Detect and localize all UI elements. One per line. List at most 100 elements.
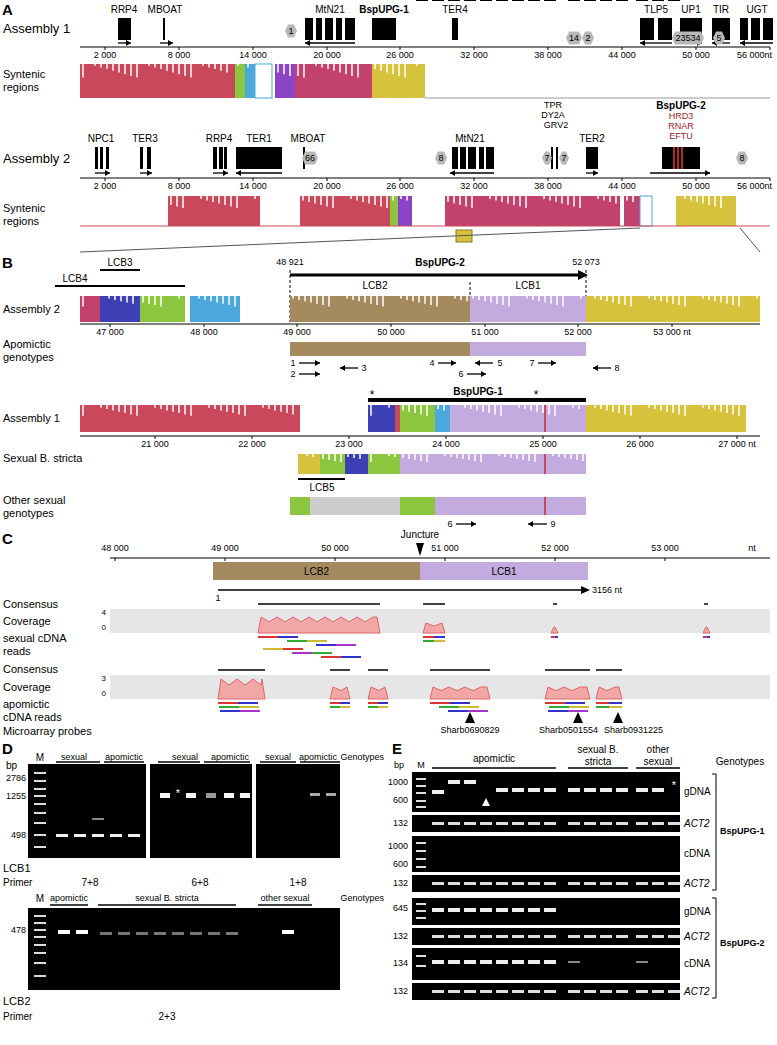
coverage-dip	[222, 296, 224, 304]
text-label: LCB5	[309, 482, 334, 494]
text-label: 48 000	[101, 543, 129, 553]
text-label: bp	[394, 760, 404, 770]
axis-tick	[155, 436, 156, 439]
coverage-dip	[340, 454, 342, 462]
text-label: 20 000	[313, 181, 341, 191]
text-label: 132	[393, 986, 408, 996]
text-label: 8	[438, 153, 443, 163]
gel-band	[464, 908, 476, 912]
text-label: Juncture	[401, 529, 439, 541]
gel-band	[636, 788, 648, 792]
coverage-dip	[274, 405, 276, 410]
coverage-dip	[464, 405, 466, 408]
text-label: 51 000	[471, 327, 499, 337]
repeat-hexagon	[285, 25, 297, 38]
gel-band	[512, 960, 524, 964]
coverage-dip	[297, 64, 299, 76]
bracket	[716, 898, 717, 998]
lcb-bar	[298, 478, 345, 480]
arrowhead	[581, 586, 590, 594]
coverage-dip	[398, 64, 400, 76]
gel	[412, 815, 680, 832]
gel-band	[480, 822, 492, 825]
gel-gap	[636, 0, 648, 1]
coverage-dip	[228, 296, 230, 305]
text-label: 6	[447, 519, 452, 529]
gel-band	[616, 882, 628, 885]
gel-band	[616, 788, 628, 792]
gene-box	[556, 147, 558, 169]
panel-letter: A	[2, 1, 13, 18]
coverage-dip	[362, 196, 364, 202]
gel-band	[652, 935, 664, 938]
text-label: gDNA	[684, 906, 711, 918]
repeat-hexagon	[672, 32, 704, 45]
coverage-dip	[327, 64, 329, 69]
coverage-dip	[615, 196, 617, 204]
cdna-read	[292, 652, 312, 654]
text-label: GRV2	[544, 120, 568, 130]
synteny-block	[295, 64, 372, 98]
text-label: 21 000	[141, 439, 169, 449]
gel-band	[480, 960, 492, 964]
text-label: LCB2	[3, 995, 31, 1008]
text-label: Assembly 2	[3, 152, 70, 167]
ladder-band	[416, 800, 426, 802]
cdna-read	[434, 640, 445, 642]
gel	[412, 875, 680, 892]
gel-band	[154, 932, 166, 935]
gene-box	[163, 18, 165, 40]
coverage-dip	[302, 196, 304, 201]
coverage-dip	[392, 196, 394, 201]
text-label: Microarray probes	[3, 725, 92, 738]
gel-band	[190, 932, 202, 935]
consensus-line	[704, 603, 708, 605]
text-label: ACT2	[684, 931, 710, 943]
coverage-dip	[334, 454, 336, 461]
coverage-dip	[660, 296, 662, 301]
gel-band	[448, 780, 460, 784]
text-label: 478	[11, 925, 26, 935]
arrowhead	[223, 170, 228, 176]
axis-tick	[548, 178, 549, 181]
gel-band	[136, 932, 148, 935]
text-label: 44 000	[608, 50, 636, 60]
coverage-dip	[538, 296, 540, 301]
ladder-band	[34, 962, 46, 964]
text-label: 8 000	[168, 181, 191, 191]
arrowhead	[451, 360, 456, 366]
cdna-read	[316, 644, 336, 646]
text-label: 48 921	[276, 257, 304, 267]
gel	[150, 764, 252, 858]
coverage-dip	[606, 296, 608, 301]
gel	[412, 898, 680, 925]
text-label: sexual	[265, 752, 291, 762]
genotype-bar	[50, 904, 88, 906]
coverage-dip	[678, 296, 680, 305]
gene-exon	[677, 147, 679, 169]
gel-band	[186, 793, 196, 798]
gel-band	[616, 935, 628, 938]
lcb-bar	[100, 269, 140, 271]
coverage-dip	[82, 296, 84, 306]
axis-tick	[400, 178, 401, 181]
arrowhead	[315, 360, 320, 366]
gel-gap	[512, 0, 524, 1]
text-label: 66	[305, 153, 315, 163]
gel-band	[652, 822, 664, 825]
ladder-band	[416, 858, 426, 860]
axis-tick	[578, 324, 579, 327]
coverage-dip	[400, 196, 402, 199]
gel-band	[528, 822, 540, 825]
coverage-dip	[277, 64, 279, 73]
gel-band	[240, 793, 250, 798]
text-label: MtN21	[315, 4, 344, 16]
coverage-dip	[130, 405, 132, 414]
arrowhead	[168, 40, 173, 46]
axis-tick	[179, 47, 180, 50]
synteny-block	[586, 296, 760, 322]
gel-band	[110, 834, 122, 837]
coverage-dip	[519, 196, 521, 207]
coverage-dip	[416, 64, 418, 66]
